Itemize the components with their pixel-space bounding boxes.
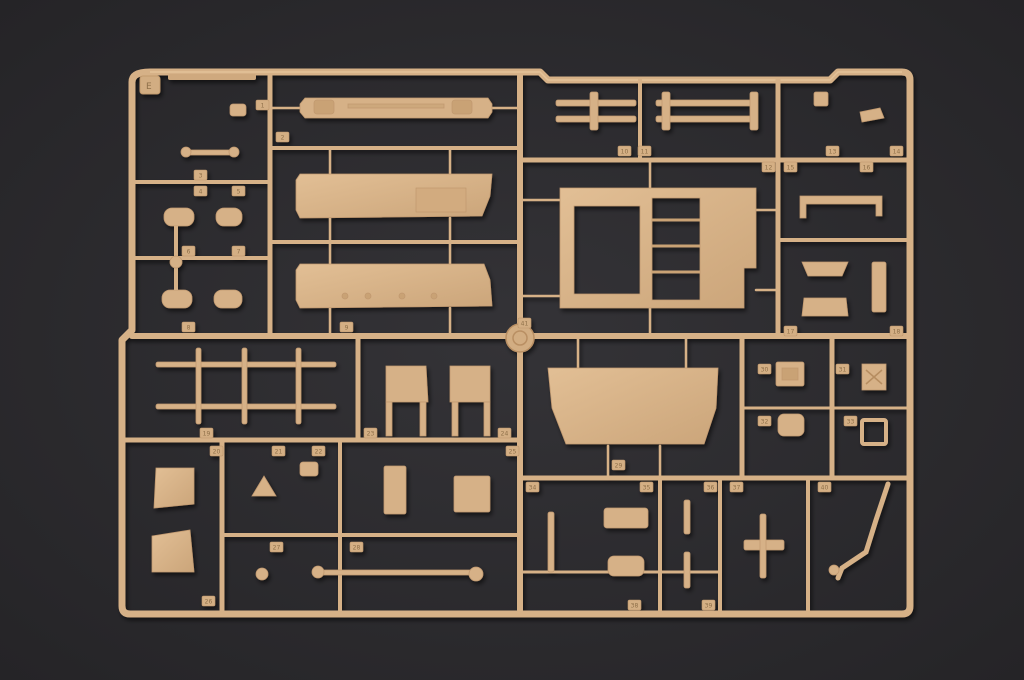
sprue: E: [118, 68, 914, 618]
part-number-tab: [201, 595, 216, 607]
part-number-tab: [209, 445, 224, 457]
part-number: 20: [213, 449, 221, 456]
part-number-tab: [859, 161, 874, 173]
part-number-tab: [835, 363, 850, 375]
part-number: 41: [521, 321, 529, 328]
part-number-tab: [497, 427, 512, 439]
part-number-tab: [703, 481, 718, 493]
part-number-tab: [889, 145, 904, 157]
part-number-tab: [255, 99, 270, 111]
part-number: 30: [761, 367, 769, 374]
part-number-tab: [639, 481, 654, 493]
part-number-tab: [761, 161, 776, 173]
part-number-tab: [269, 541, 284, 553]
part-number: 22: [315, 449, 323, 456]
part-number-tab: [181, 321, 196, 333]
part-number: 2: [281, 135, 285, 142]
part-number-tab: [729, 481, 744, 493]
part-number: 13: [829, 149, 837, 156]
part-number-tab: [701, 599, 716, 611]
part-number: 29: [615, 463, 623, 470]
part-number-tab: [611, 459, 626, 471]
part-number: 14: [893, 149, 901, 156]
part-number-tab: [817, 481, 832, 493]
part-number: 5: [237, 189, 241, 196]
part-number: 17: [787, 329, 795, 336]
part-number: 15: [787, 165, 795, 172]
part-number: 33: [847, 419, 855, 426]
part-number-tab: [363, 427, 378, 439]
part-number-tab: [525, 481, 540, 493]
part-number-tab: [193, 169, 208, 181]
part-number-tab: [275, 131, 290, 143]
part-number-tab: [199, 427, 214, 439]
part-number-tab: [517, 317, 532, 329]
part-number: 9: [345, 325, 349, 332]
part-number-tab: [231, 245, 246, 257]
part-number: 37: [733, 485, 741, 492]
part-number-tab: [783, 161, 798, 173]
part-number: 24: [501, 431, 509, 438]
part-number-tab: [311, 445, 326, 457]
part-number: 7: [237, 249, 241, 256]
part-number-tab: [637, 145, 652, 157]
sprue-upper-parts: [161, 97, 493, 309]
sprue-letter-tab: [139, 75, 161, 95]
part-number: 35: [643, 485, 651, 492]
part-number: 39: [705, 603, 713, 610]
part-number: 16: [863, 165, 871, 172]
part-number-tab: [339, 321, 354, 333]
part-number-tab: [627, 599, 642, 611]
part-number: 10: [621, 149, 629, 156]
part-number: 4: [199, 189, 203, 196]
part-number-tab: [617, 145, 632, 157]
part-number: 26: [205, 599, 213, 606]
part-number: 18: [893, 329, 901, 336]
part-number-tab: [181, 245, 196, 257]
part-number-tab: [889, 325, 904, 337]
part-number-tab: [505, 445, 520, 457]
part-number: 3: [199, 173, 203, 180]
sprue-letter: E: [146, 82, 152, 92]
part-number: 19: [203, 431, 211, 438]
part-number-tab: [231, 185, 246, 197]
part-number: 32: [761, 419, 769, 426]
part-number: 34: [529, 485, 537, 492]
part-number: 38: [631, 603, 639, 610]
part-number: 23: [367, 431, 375, 438]
sprue-code-strip: [168, 74, 256, 80]
part-number-tab: [271, 445, 286, 457]
part-number: 6: [187, 249, 191, 256]
part-number-tab: [825, 145, 840, 157]
part-number: 12: [765, 165, 773, 172]
part-number: 1: [261, 103, 265, 110]
part-number: 11: [641, 149, 649, 156]
part-number-tab: [843, 415, 858, 427]
part-number-tab: [757, 415, 772, 427]
part-number-tab: [349, 541, 364, 553]
part-number-tab: [783, 325, 798, 337]
part-number-tab: [193, 185, 208, 197]
sprue-frame: [118, 68, 914, 618]
part-number: 28: [353, 545, 361, 552]
part-number: 8: [187, 325, 191, 332]
part-number-tab: [757, 363, 772, 375]
part-number: 31: [839, 367, 847, 374]
part-number: 27: [273, 545, 281, 552]
sprue-right-parts: [547, 91, 888, 446]
part-number: 25: [509, 449, 517, 456]
part-number: 40: [821, 485, 829, 492]
sprue-runners: [119, 73, 913, 613]
part-number: 36: [707, 485, 715, 492]
part-number: 21: [275, 449, 283, 456]
sprue-lower-parts: [151, 347, 891, 589]
